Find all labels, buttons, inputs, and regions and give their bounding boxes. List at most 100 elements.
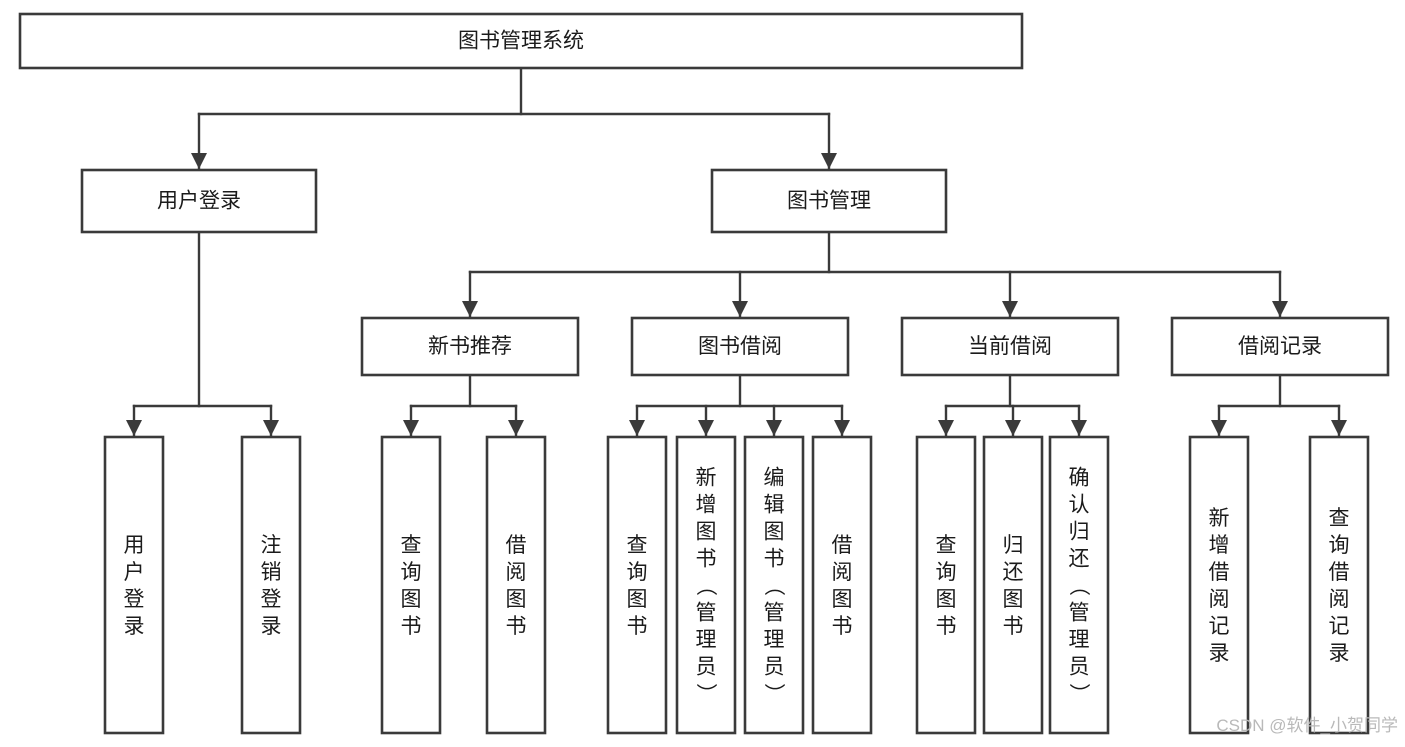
node-label: 图书借阅 — [698, 335, 782, 358]
node-label-char: 登 — [261, 588, 282, 611]
node-label-char: 归 — [1003, 534, 1024, 557]
arrow-head-icon — [629, 420, 645, 436]
node-label-char: 借 — [1209, 561, 1230, 584]
node-label: 借阅记录 — [1238, 335, 1322, 358]
node-label-char: 书 — [764, 548, 785, 571]
node-borrow-record[interactable]: 借阅记录 — [1170, 316, 1390, 377]
node-label-char: 录 — [1209, 642, 1230, 665]
node-box — [900, 316, 1120, 377]
node-box — [743, 435, 805, 735]
node-root[interactable]: 图书管理系统 — [18, 12, 1024, 70]
node-label-char: 确 — [1069, 467, 1090, 490]
node-label-char: 新 — [696, 467, 717, 490]
node-label-char: 记 — [1209, 615, 1230, 638]
node-label-char: 书 — [627, 615, 648, 638]
node-label-char: 归 — [1069, 521, 1090, 544]
node-box — [103, 435, 165, 735]
node-new-book-recommend[interactable]: 新书推荐 — [360, 316, 580, 377]
node-label-char: ） — [1067, 683, 1090, 704]
node-label-char: 图 — [627, 588, 648, 611]
node-label-char: 注 — [261, 534, 282, 557]
arrow-head-icon — [821, 153, 837, 169]
node-label-char: 询 — [627, 561, 648, 584]
node-box — [710, 168, 948, 234]
arrow-head-icon — [462, 301, 478, 317]
node-label: 新书推荐 — [428, 335, 512, 358]
node-label-char: 询 — [401, 561, 422, 584]
node-label-char: 员 — [696, 656, 717, 679]
arrow-head-icon — [403, 420, 419, 436]
arrow-head-icon — [834, 420, 850, 436]
arrow-head-icon — [263, 420, 279, 436]
arrow-head-icon — [698, 420, 714, 436]
node-label-char: 图 — [936, 588, 957, 611]
node-label-char: 记 — [1329, 615, 1350, 638]
node-label-char: 查 — [936, 534, 957, 557]
node-box — [915, 435, 977, 735]
arrow-head-icon — [508, 420, 524, 436]
node-box — [80, 168, 318, 234]
node-label-char: ） — [762, 683, 785, 704]
node-book-borrow[interactable]: 图书借阅 — [630, 316, 850, 377]
node-label-char: 增 — [1209, 534, 1230, 557]
node-label-char: 阅 — [1329, 588, 1350, 611]
node-label-char: 借 — [832, 534, 853, 557]
node-label-char: 新 — [1209, 507, 1230, 530]
arrow-head-icon — [1071, 420, 1087, 436]
node-box — [811, 435, 873, 735]
node-box — [360, 316, 580, 377]
arrow-head-icon — [732, 301, 748, 317]
node-box — [630, 316, 850, 377]
node-label-char: 录 — [1329, 642, 1350, 665]
node-book-management[interactable]: 图书管理 — [710, 168, 948, 234]
node-box — [1308, 435, 1370, 735]
node-box — [1048, 435, 1110, 735]
node-box — [1170, 316, 1390, 377]
node-label-char: 图 — [832, 588, 853, 611]
arrow-head-icon — [1331, 420, 1347, 436]
node-label-char: 管 — [696, 602, 717, 625]
node-label-char: 理 — [1069, 629, 1090, 652]
node-box — [606, 435, 668, 735]
node-box — [675, 435, 737, 735]
node-label-char: 增 — [696, 494, 717, 517]
connectors-layer — [126, 66, 1347, 437]
node-label-char: 管 — [1069, 602, 1090, 625]
node-label-char: 管 — [764, 602, 785, 625]
node-label: 当前借阅 — [968, 335, 1052, 358]
node-label-char: 查 — [627, 534, 648, 557]
node-label-char: 图 — [1003, 588, 1024, 611]
node-label-char: ） — [694, 683, 717, 704]
arrow-head-icon — [1211, 420, 1227, 436]
node-label-char: 书 — [506, 615, 527, 638]
node-current-borrow[interactable]: 当前借阅 — [900, 316, 1120, 377]
arrow-head-icon — [126, 420, 142, 436]
node-user-login[interactable]: 用户登录 — [80, 168, 318, 234]
node-box — [380, 435, 442, 735]
node-label-char: 员 — [764, 656, 785, 679]
node-label-char: 书 — [832, 615, 853, 638]
node-label: 用户登录 — [157, 190, 241, 213]
arrow-head-icon — [938, 420, 954, 436]
node-label-char: （ — [762, 575, 785, 596]
node-box — [1188, 435, 1250, 735]
node-label-char: 书 — [401, 615, 422, 638]
node-label-char: 询 — [1329, 534, 1350, 557]
node-label-char: 借 — [506, 534, 527, 557]
node-label: 图书管理 — [787, 190, 871, 213]
node-leaf-user-login[interactable]: 用户登录 — [103, 435, 165, 735]
node-label-char: 询 — [936, 561, 957, 584]
